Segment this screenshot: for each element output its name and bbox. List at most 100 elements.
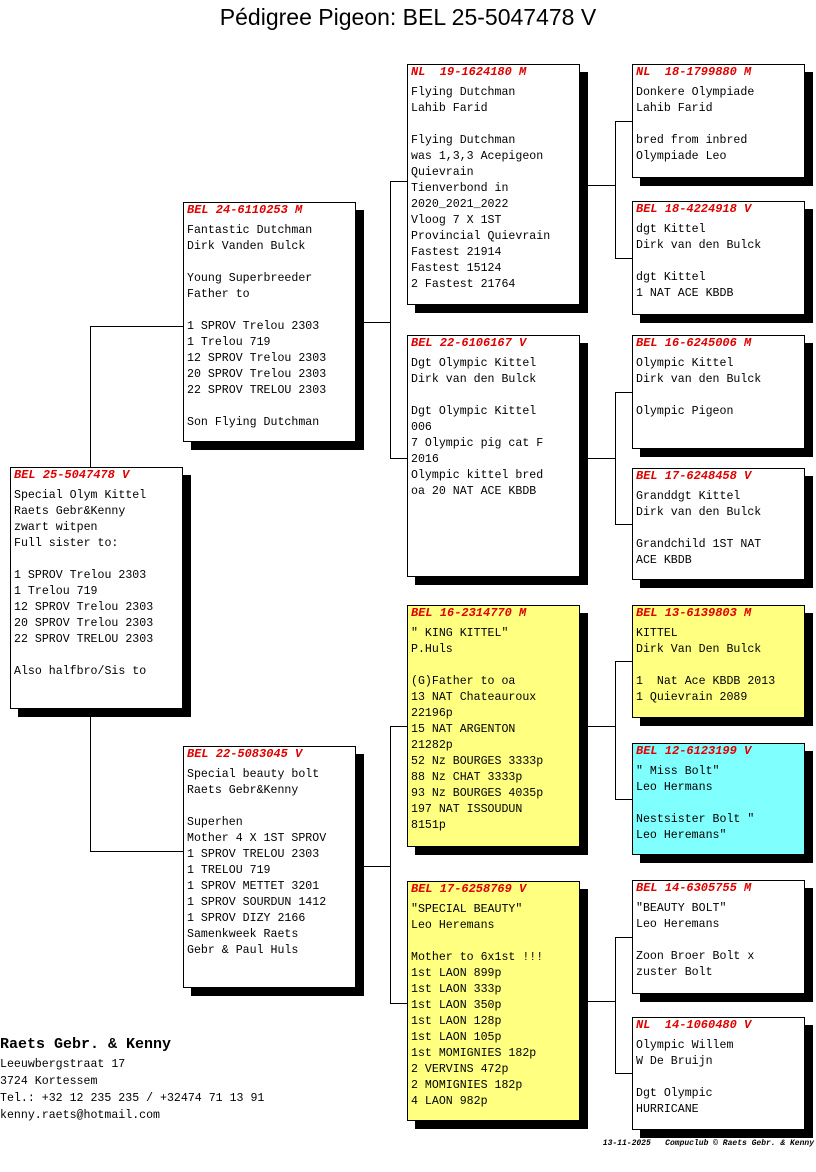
pigeon-card[interactable]: NL 14-1060480 V Olympic Willem W De Bruijn…	[632, 1017, 805, 1130]
pigeon-info-line: Zoon Broer Bolt x	[636, 950, 755, 963]
ring-number: BEL 22-6106167 V	[411, 336, 527, 350]
pigeon-info-line: 1 SPROV Trelou 2303	[14, 569, 147, 582]
pigeon-info-line: Olympic Willem	[636, 1039, 734, 1052]
pigeon-info-line: 1st LAON 128p	[411, 1015, 502, 1028]
pigeon-info-line: Dirk van den Bulck	[636, 506, 762, 519]
pigeon-card[interactable]: BEL 16-2314770 M" KING KITTEL"P.Huls(G)F…	[407, 605, 580, 847]
pigeon-info-line: Lahib Farid	[411, 102, 488, 115]
pigeon-info-line: Granddgt Kittel	[636, 490, 741, 503]
pigeon-info-line: Olympiade Leo	[636, 150, 727, 163]
pigeon-info-line	[636, 388, 801, 404]
pigeon-info-line	[187, 399, 352, 415]
pigeon-info-line: zuster Bolt	[636, 966, 713, 979]
pigeon-info-line: 22196p	[411, 707, 453, 720]
pigeon-info-line: Dirk van den Bulck	[636, 373, 762, 386]
pigeon-info-line: 52 Nz BOURGES 3333p	[411, 755, 544, 768]
pigeon-info-line	[636, 117, 801, 133]
pigeon-info-line: Special beauty bolt	[187, 768, 320, 781]
pigeon-info-line: Olympic Pigeon	[636, 405, 734, 418]
pigeon-info-line: Leo Heremans	[636, 918, 720, 931]
pigeon-info-line: Raets Gebr&Kenny	[187, 784, 299, 797]
pigeon-info-line: 1 SPROV TRELOU 2303	[187, 848, 320, 861]
pigeon-info-line: Dgt Olympic Kittel	[411, 405, 537, 418]
pigeon-info-line: dgt Kittel	[636, 271, 706, 284]
pigeon-info-line: Grandchild 1ST NAT	[636, 538, 762, 551]
pigeon-info-line: Dgt Olympic	[636, 1087, 713, 1100]
pigeon-card[interactable]: BEL 17-6258769 V"SPECIAL BEAUTY"Leo Here…	[407, 881, 580, 1121]
pigeon-info-line: 006	[411, 421, 432, 434]
pigeon-info-line: Olympic Kittel	[636, 357, 734, 370]
pigeon-info-line: 7 Olympic pig cat F	[411, 437, 544, 450]
pigeon-info-line: 20 SPROV Trelou 2303	[14, 617, 154, 630]
connector-line	[580, 185, 615, 186]
pigeon-info-line: Mother 4 X 1ST SPROV	[187, 832, 327, 845]
pigeon-info-line	[636, 933, 801, 949]
pigeon-info-line: 13 NAT Chateauroux	[411, 691, 537, 704]
pigeon-info-line: Superhen	[187, 816, 243, 829]
pigeon-info-line: bred from inbred	[636, 134, 748, 147]
pigeon-info-line: zwart witpen	[14, 521, 98, 534]
pigeon-info-line: Provincial Quievrain	[411, 230, 551, 243]
pigeon-info-line	[411, 388, 576, 404]
ring-number: BEL 18-4224918 V	[636, 202, 752, 216]
pigeon-info-line: 22 SPROV TRELOU 2303	[187, 384, 327, 397]
connector-line	[615, 661, 616, 799]
connector-line	[615, 937, 632, 938]
pigeon-info-line: Fantastic Dutchman	[187, 224, 313, 237]
connector-line	[615, 661, 632, 662]
pigeon-info-line: "BEAUTY BOLT"	[636, 902, 727, 915]
connector-line	[615, 121, 616, 258]
connector-line	[356, 322, 390, 323]
pigeon-info-line: Mother to 6x1st !!!	[411, 951, 544, 964]
pigeon-info-line: 1st MOMIGNIES 182p	[411, 1047, 537, 1060]
pigeon-card[interactable]: BEL 14-6305755 M"BEAUTY BOLT"Leo Hereman…	[632, 880, 805, 994]
pigeon-info-line: Leo Heremans	[411, 919, 495, 932]
pigeon-info-line: 1st LAON 105p	[411, 1031, 502, 1044]
pigeon-info-line: 1 Trelou 719	[14, 585, 98, 598]
pigeon-info-line: Gebr & Paul Huls	[187, 944, 299, 957]
ring-number: NL 18-1799880 M	[636, 65, 752, 79]
pigeon-info-line: 1 Trelou 719	[187, 336, 271, 349]
pigeon-info-line: Vloog 7 X 1ST	[411, 214, 502, 227]
connector-line	[615, 392, 616, 524]
page-title: Pédigree Pigeon: BEL 25-5047478 V	[219, 4, 597, 30]
connector-line	[615, 258, 632, 259]
ring-number: BEL 12-6123199 V	[636, 744, 752, 758]
pigeon-info-line: 1st LAON 350p	[411, 999, 502, 1012]
connector-line	[615, 392, 632, 393]
pigeon-info-line: 22 SPROV TRELOU 2303	[14, 633, 154, 646]
pigeon-info-line: Fastest 21914	[411, 246, 502, 259]
ring-number: BEL 17-6258769 V	[411, 882, 527, 896]
ring-number: NL 14-1060480 V	[636, 1018, 752, 1032]
pigeon-info-line: 21282p	[411, 739, 453, 752]
pigeon-info-line	[636, 658, 801, 674]
pigeon-info-line: Donkere Olympiade	[636, 86, 755, 99]
pigeon-info-line: HURRICANE	[636, 1103, 699, 1116]
pigeon-info-line: 1 Quievrain 2089	[636, 691, 748, 704]
pigeon-info-line: Father to	[187, 288, 250, 301]
pigeon-info-line: Young Superbreeder	[187, 272, 313, 285]
connector-line	[615, 524, 632, 525]
pigeon-info-line: ACE KBDB	[636, 554, 692, 567]
pigeon-info-line: 1 TRELOU 719	[187, 864, 271, 877]
pigeon-info-line: W De Bruijn	[636, 1055, 713, 1068]
pigeon-info-line: 20 SPROV Trelou 2303	[187, 368, 327, 381]
connector-line	[356, 866, 390, 867]
owner-address: Leeuwbergstraat 17	[0, 1058, 126, 1071]
pigeon-info-line: Fastest 15124	[411, 262, 502, 275]
pigeon-info-line: 12 SPROV Trelou 2303	[187, 352, 327, 365]
owner-city: 3724 Kortessem	[0, 1075, 98, 1088]
pigeon-info-line	[187, 255, 352, 271]
